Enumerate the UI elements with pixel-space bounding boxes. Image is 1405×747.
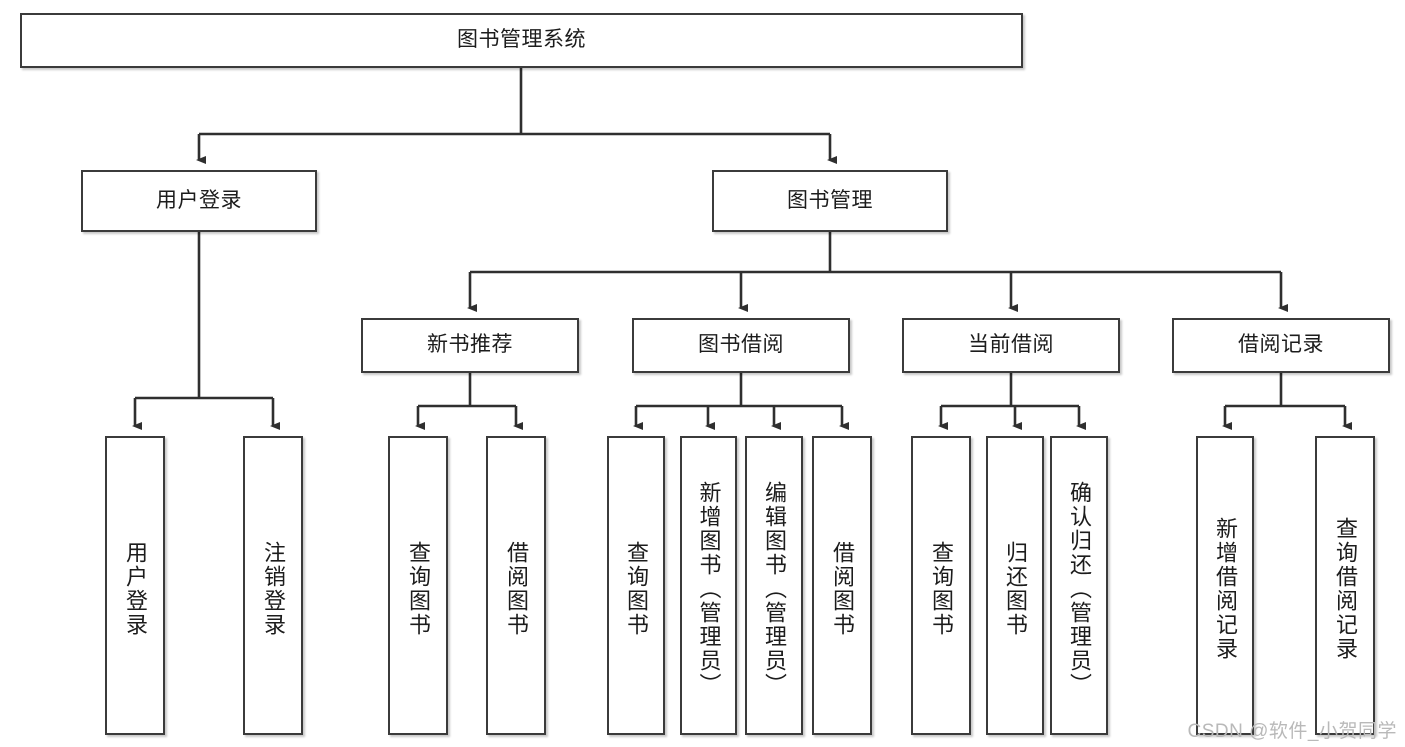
node-leaf-add-book[interactable]: 新增图书（管理员） (680, 436, 737, 735)
node-leaf-user-login-label: 用户登录 (123, 540, 148, 637)
node-leaf-borrow-book-1[interactable]: 借阅图书 (486, 436, 546, 735)
node-leaf-query-book-2[interactable]: 查询图书 (607, 436, 665, 735)
node-book-borrow-label: 图书借阅 (698, 333, 784, 357)
node-leaf-add-book-label: 新增图书（管理员） (696, 480, 722, 697)
edge-user-login-to-leaves (132, 232, 280, 430)
node-new-book-rec-label: 新书推荐 (427, 333, 513, 357)
watermark: CSDN @软件_小贺同学 (1187, 721, 1397, 742)
node-leaf-confirm-return-label: 确认归还（管理员） (1067, 480, 1092, 697)
node-leaf-return-book[interactable]: 归还图书 (986, 436, 1044, 735)
node-leaf-query-book-1-label: 查询图书 (406, 540, 431, 637)
node-leaf-user-login[interactable]: 用户登录 (105, 436, 165, 735)
edge-root-to-level1 (196, 68, 837, 164)
node-current-borrow[interactable]: 当前借阅 (902, 318, 1120, 373)
node-leaf-confirm-return[interactable]: 确认归还（管理员） (1050, 436, 1108, 735)
node-root-label: 图书管理系统 (457, 28, 586, 52)
node-leaf-return-book-label: 归还图书 (1003, 540, 1028, 637)
node-borrow-record-label: 借阅记录 (1238, 333, 1324, 357)
node-book-manage-label: 图书管理 (787, 188, 873, 212)
node-root[interactable]: 图书管理系统 (20, 13, 1023, 68)
node-leaf-query-book-1[interactable]: 查询图书 (388, 436, 448, 735)
node-leaf-query-book-2-label: 查询图书 (624, 540, 649, 637)
node-leaf-query-record-label: 查询借阅记录 (1333, 516, 1358, 661)
edge-book-manage-to-level2 (467, 232, 1288, 312)
edge-book-borrow-to-leaves (633, 373, 849, 430)
node-user-login[interactable]: 用户登录 (81, 170, 317, 232)
node-new-book-rec[interactable]: 新书推荐 (361, 318, 579, 373)
node-leaf-borrow-book-2[interactable]: 借阅图书 (812, 436, 872, 735)
node-leaf-logout-label: 注销登录 (261, 540, 286, 637)
node-book-borrow[interactable]: 图书借阅 (632, 318, 850, 373)
node-leaf-add-record-label: 新增借阅记录 (1213, 516, 1238, 661)
node-leaf-query-book-3[interactable]: 查询图书 (911, 436, 971, 735)
node-leaf-query-record[interactable]: 查询借阅记录 (1315, 436, 1375, 735)
node-book-manage[interactable]: 图书管理 (712, 170, 948, 232)
edge-new-book-rec-to-leaves (415, 373, 523, 430)
edge-borrow-record-to-leaves (1222, 373, 1352, 430)
node-user-login-label: 用户登录 (156, 188, 242, 212)
node-leaf-add-record[interactable]: 新增借阅记录 (1196, 436, 1254, 735)
edge-current-borrow-to-leaves (938, 373, 1086, 430)
node-leaf-edit-book[interactable]: 编辑图书（管理员） (745, 436, 803, 735)
node-leaf-borrow-book-2-label: 借阅图书 (830, 540, 855, 637)
node-current-borrow-label: 当前借阅 (968, 333, 1054, 357)
node-leaf-borrow-book-1-label: 借阅图书 (504, 540, 529, 637)
node-leaf-query-book-3-label: 查询图书 (929, 540, 954, 637)
node-leaf-logout[interactable]: 注销登录 (243, 436, 303, 735)
node-borrow-record[interactable]: 借阅记录 (1172, 318, 1390, 373)
node-leaf-edit-book-label: 编辑图书（管理员） (762, 480, 787, 697)
